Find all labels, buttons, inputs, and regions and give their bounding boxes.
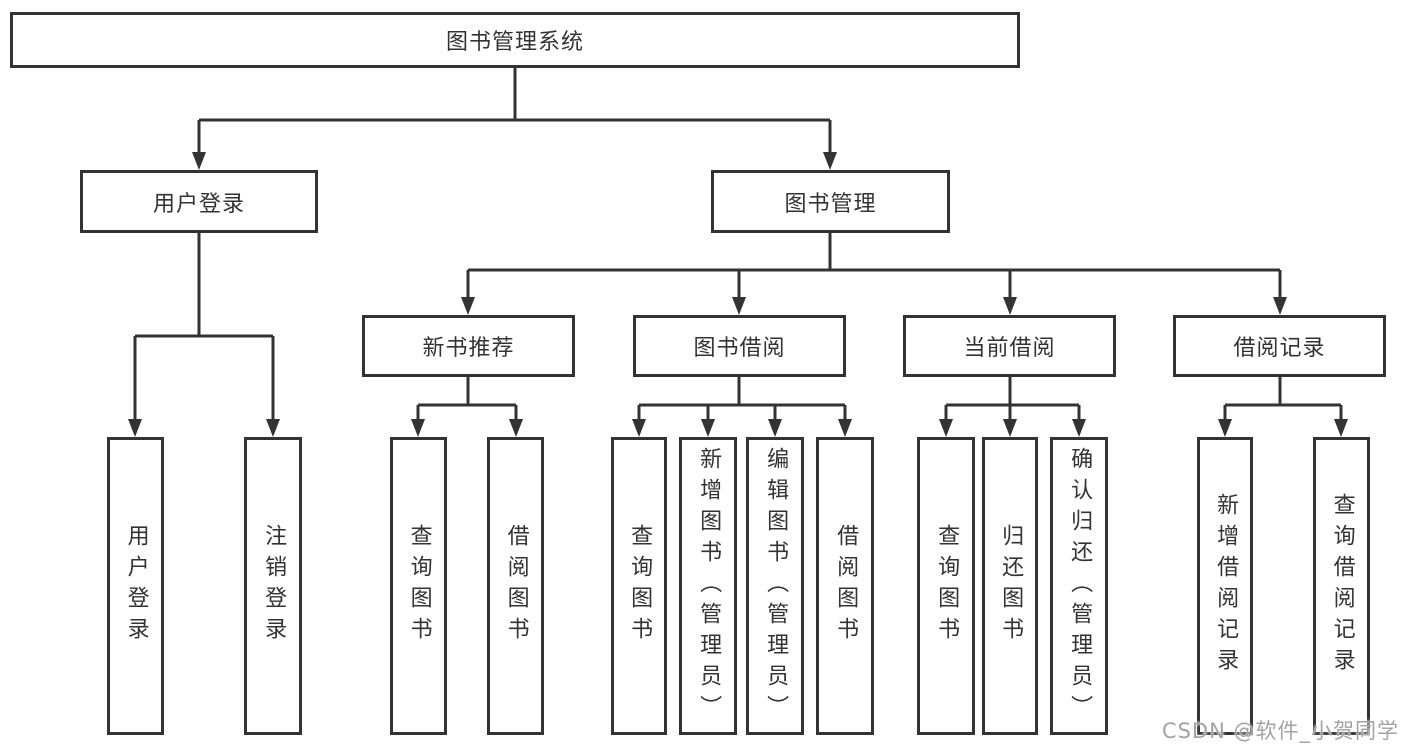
leaf-return-books: 归还图书 (982, 437, 1038, 735)
leaf-edit-books-admin: 编辑图书（管理员） (746, 437, 804, 735)
node-user-login: 用户登录 (80, 170, 318, 233)
node-current-borrowing: 当前借阅 (903, 315, 1116, 377)
leaf-query-books-recommend: 查询图书 (390, 437, 447, 735)
connector-paths (133, 68, 1343, 425)
leaf-borrow-books-borrowing: 借阅图书 (816, 437, 874, 735)
node-book-borrowing: 图书借阅 (633, 315, 846, 377)
leaf-query-books-borrowing: 查询图书 (611, 437, 667, 735)
leaf-query-borrow-record: 查询借阅记录 (1313, 437, 1370, 735)
leaf-user-login: 用户登录 (107, 437, 164, 735)
leaf-logout: 注销登录 (244, 437, 302, 735)
node-root-library-system: 图书管理系统 (10, 12, 1020, 68)
leaf-query-books-current: 查询图书 (917, 437, 975, 735)
node-new-book-recommendation: 新书推荐 (362, 315, 575, 377)
leaf-add-books-admin: 新增图书（管理员） (679, 437, 737, 735)
node-borrowing-records: 借阅记录 (1173, 315, 1386, 377)
node-book-management: 图书管理 (711, 170, 950, 233)
arrowheads (128, 152, 1348, 437)
leaf-confirm-return-admin: 确认归还（管理员） (1050, 437, 1108, 735)
leaf-borrow-books-recommend: 借阅图书 (487, 437, 544, 735)
watermark-text: CSDN @软件_小贺同学 (1161, 719, 1399, 743)
leaf-add-borrow-record: 新增借阅记录 (1197, 437, 1253, 735)
